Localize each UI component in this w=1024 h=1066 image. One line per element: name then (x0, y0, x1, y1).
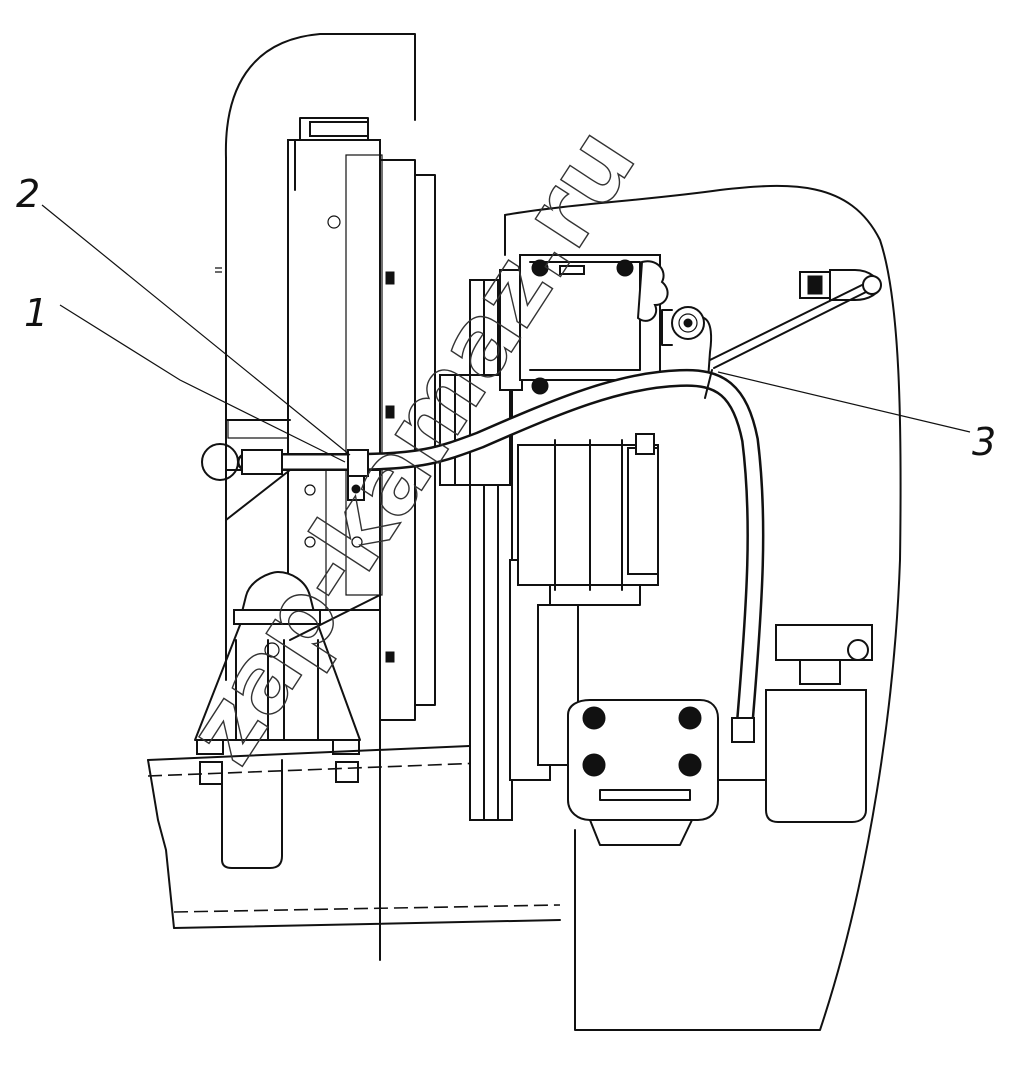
hose (201, 368, 765, 743)
radiator-tank (287, 117, 436, 721)
pulley-assembly (439, 269, 551, 821)
top-right-fitting (799, 269, 882, 301)
engine-mount (194, 570, 361, 869)
callout-1: 1 (24, 291, 48, 335)
hose-clamp (347, 449, 369, 501)
cab-housing (504, 184, 902, 1031)
engine-support-bracket (567, 699, 719, 846)
callout-3: 3 (972, 420, 996, 464)
hose-fitting (661, 306, 713, 381)
fuel-filter (717, 624, 873, 823)
compressor-unit (519, 254, 669, 395)
callout-2: 2 (16, 172, 40, 216)
tie-rod (704, 284, 867, 399)
leader-lines (41, 204, 971, 463)
generator-unit (517, 433, 659, 766)
